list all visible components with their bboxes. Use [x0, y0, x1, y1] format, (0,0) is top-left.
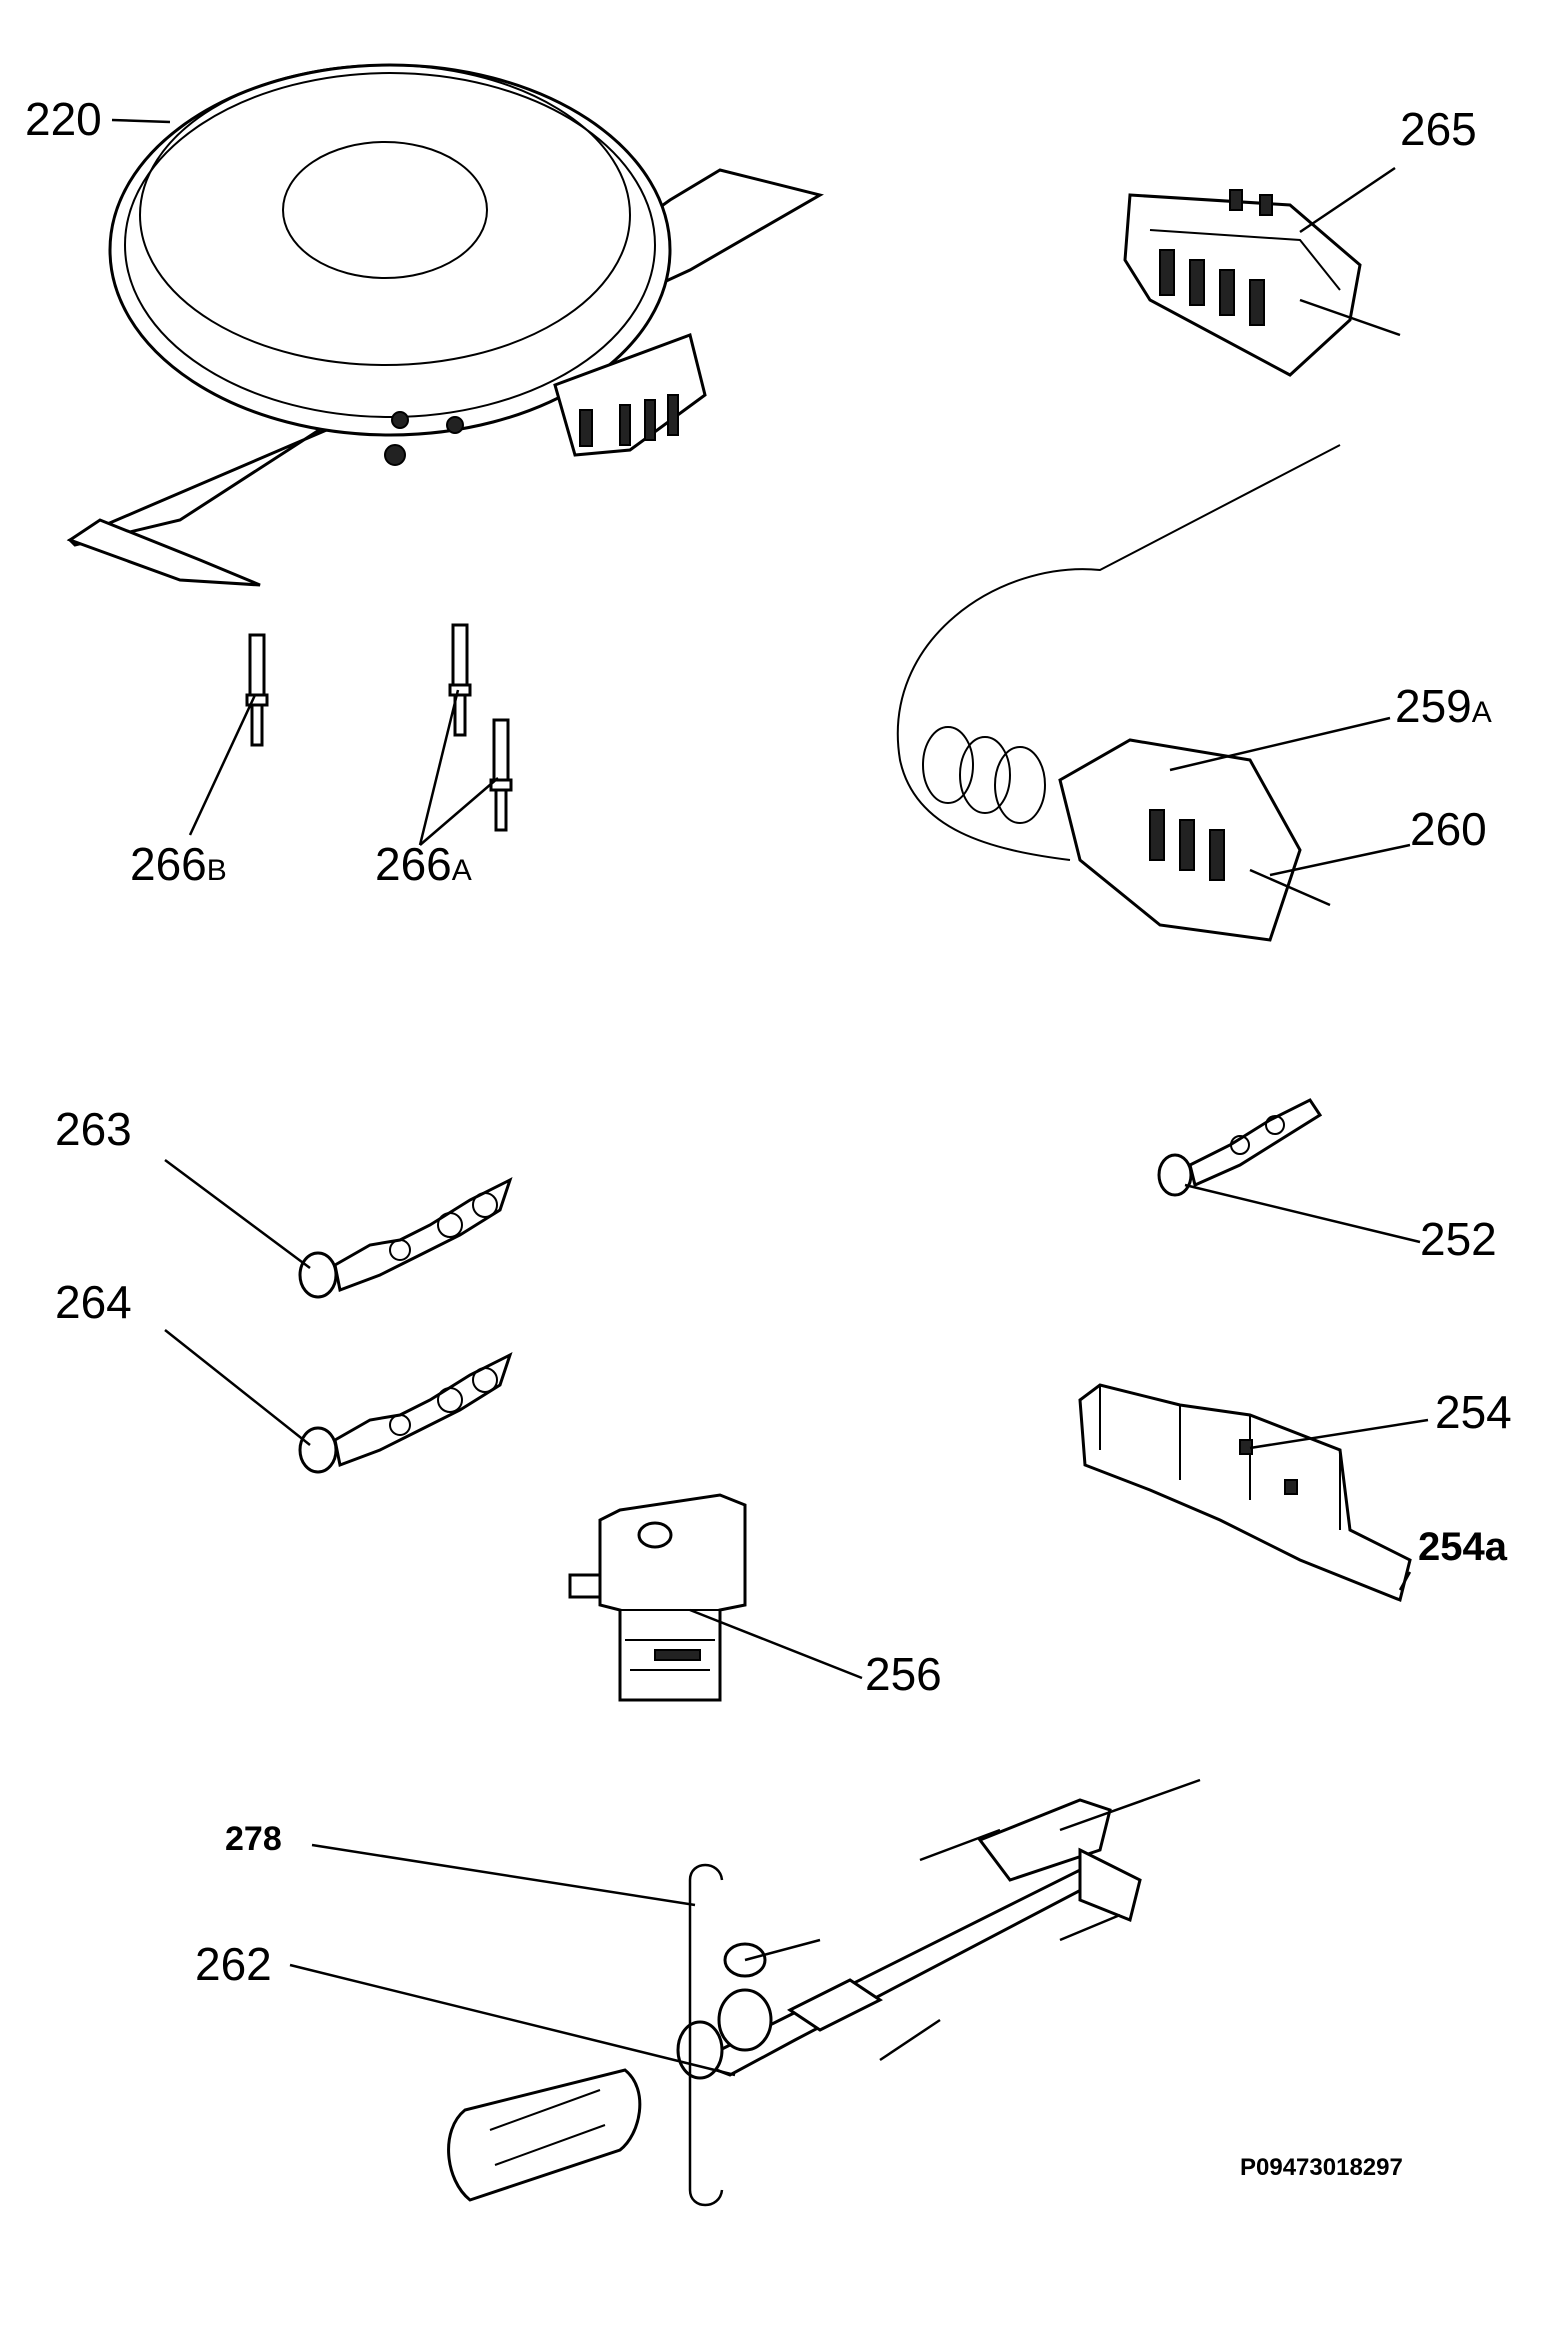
terminal-266a-lower — [489, 718, 513, 832]
label-254a: 254a — [1418, 1525, 1508, 1569]
callout-labels: 220 265 266B 266A 259A 260 263 264 252 2… — [25, 93, 1512, 2181]
label-259a: 259A — [1395, 680, 1492, 732]
switch-263 — [298, 1177, 513, 1299]
leader-lines — [111, 118, 1429, 2077]
label-278: 278 — [225, 1820, 282, 1858]
leader-266a-2 — [419, 777, 499, 846]
leader-252 — [1184, 1183, 1421, 1244]
lamp-252 — [1157, 1098, 1323, 1197]
switch-265 — [1123, 189, 1401, 377]
leader-254a — [1398, 1571, 1412, 1591]
label-264: 264 — [55, 1276, 132, 1328]
leader-264 — [164, 1329, 311, 1446]
leader-256 — [689, 1608, 863, 1680]
label-252: 252 — [1420, 1213, 1497, 1265]
leader-259a — [1169, 716, 1391, 772]
leader-262 — [289, 1963, 736, 2077]
terminal-266a-upper — [448, 623, 472, 737]
label-263: 263 — [55, 1103, 132, 1155]
label-256: 256 — [865, 1648, 942, 1700]
hotplate-220 — [66, 63, 824, 587]
switch-264 — [298, 1352, 513, 1474]
leader-260 — [1269, 843, 1411, 877]
leader-263 — [164, 1158, 311, 1270]
label-220: 220 — [25, 93, 102, 145]
label-262: 262 — [195, 1938, 272, 1990]
label-265: 265 — [1400, 103, 1477, 155]
leader-266b — [188, 694, 257, 836]
relay-254 — [1078, 1383, 1412, 1603]
label-260: 260 — [1410, 803, 1487, 855]
leader-254 — [1249, 1418, 1429, 1450]
leader-220 — [111, 118, 171, 124]
cutout-256 — [568, 1493, 747, 1702]
terminal-266b — [245, 633, 269, 747]
label-254: 254 — [1435, 1386, 1512, 1438]
label-266a: 266A — [375, 838, 472, 890]
gas-valve-assembly-262 — [447, 1778, 1201, 2202]
drawing-reference: P09473018297 — [1240, 2154, 1403, 2181]
label-266b: 266B — [130, 838, 227, 890]
leader-265 — [1299, 166, 1396, 234]
leader-278 — [311, 1843, 696, 1907]
thermostat-259a — [897, 444, 1341, 942]
leader-266a-1 — [418, 689, 460, 846]
hook-278 — [688, 1863, 724, 2207]
